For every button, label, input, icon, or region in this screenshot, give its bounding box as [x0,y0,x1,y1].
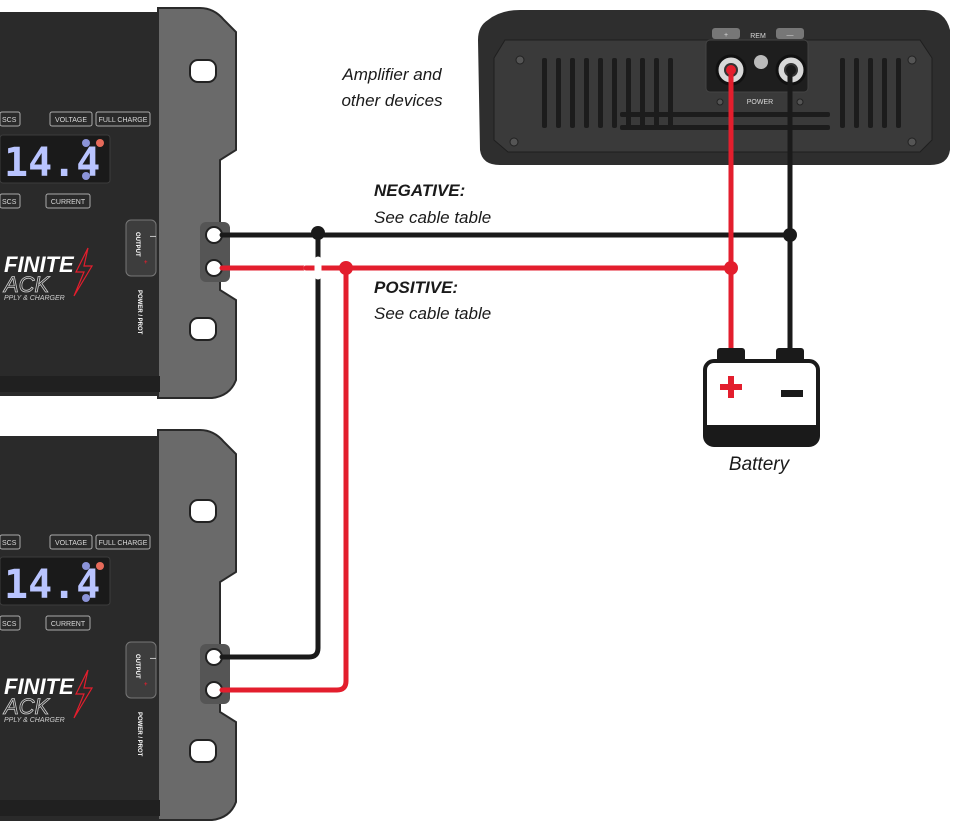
top-unit-current-label: CURRENT [51,199,86,206]
top-unit-voltage-led [82,139,90,147]
negative-title: NEGATIVE: [374,181,465,200]
amp-screws [509,55,917,147]
bottom-unit-current-label: CURRENT [51,621,86,628]
top-unit-output-minus: — [150,234,156,240]
bottom-unit-brand-line2: ACK [2,694,51,719]
bottom-unit-scs-label-2: SCS [2,621,17,628]
bottom-unit-output-label: OUTPUT [134,654,140,679]
bottom-unit-display [0,556,111,606]
battery-label: Battery [729,454,791,475]
bottom-unit-output-plus: + [144,682,148,688]
bottom-unit-scs-label: SCS [2,540,17,547]
wire-junctions [311,65,797,275]
top-unit-display [0,134,111,184]
top-unit-full-charge-label: FULL CHARGE [99,117,148,124]
top-unit-output-label: OUTPUT [134,232,140,257]
amp-rem-terminal [754,55,768,69]
top-unit-brand-line1: FINITE [4,252,75,277]
battery-plus-icon-v [728,376,734,398]
bottom-unit-full-charge-led [96,562,104,570]
top-unit-full-charge-led [96,139,104,147]
top-unit-power-prot: POWER / PROT [136,290,142,335]
amp-power-label: POWER [747,99,773,106]
amplifier-label-line2: other devices [341,91,443,110]
negative-bottom-unit-wire [219,232,321,660]
top-unit-scs-label: SCS [2,117,17,124]
negative-note: See cable table [374,208,491,227]
bottom-unit-output-minus: — [150,656,156,662]
battery [703,348,820,447]
amp-minus-label: — [787,32,794,39]
amp-rem-label: REM [750,33,766,40]
positive-bottom-unit-wire [219,265,349,693]
amp-vents-left [542,58,673,128]
bottom-unit-voltage-led [82,562,90,570]
positive-title: POSITIVE: [374,278,458,297]
bottom-unit-brand-line1: FINITE [4,674,75,699]
top-unit-current-led [82,172,90,180]
amp-plus-label: + [724,32,728,39]
bottom-unit-power-prot: POWER / PROT [136,712,142,757]
bottom-unit-voltage-label: VOLTAGE [55,540,87,547]
top-unit-bolt-icon [73,247,94,297]
bottom-unit-current-led [82,594,90,602]
amp-minus-tab [776,28,804,39]
positive-note: See cable table [374,304,491,323]
amplifier-label-line1: Amplifier and [341,65,442,84]
top-unit-brand-line2: ACK [2,272,51,297]
amplifier: + REM — POWER [478,10,950,165]
amp-vents-horizontal [620,112,830,130]
power-supply-unit-bottom: 14.4 SCS SCS VOLTAGE FULL CHARGE CURRENT… [0,429,237,821]
bottom-unit-full-charge-label: FULL CHARGE [99,540,148,547]
battery-positive-post [717,348,745,362]
battery-minus-icon [781,390,803,397]
top-unit-brand-line3: PPLY & CHARGER [4,295,65,302]
top-unit-voltage-label: VOLTAGE [55,117,87,124]
bottom-unit-bolt-icon [73,669,94,719]
top-unit-output-plus: + [144,260,148,266]
bottom-unit-brand-line3: PPLY & CHARGER [4,717,65,724]
amp-vents-right [840,58,901,128]
amp-plus-tab [712,28,740,39]
battery-negative-post [776,348,804,362]
top-unit-scs-label-2: SCS [2,199,17,206]
power-supply-unit-top: 14.4 SCS SCS VOLTAGE FULL CHARGE CURRENT… [0,7,237,399]
